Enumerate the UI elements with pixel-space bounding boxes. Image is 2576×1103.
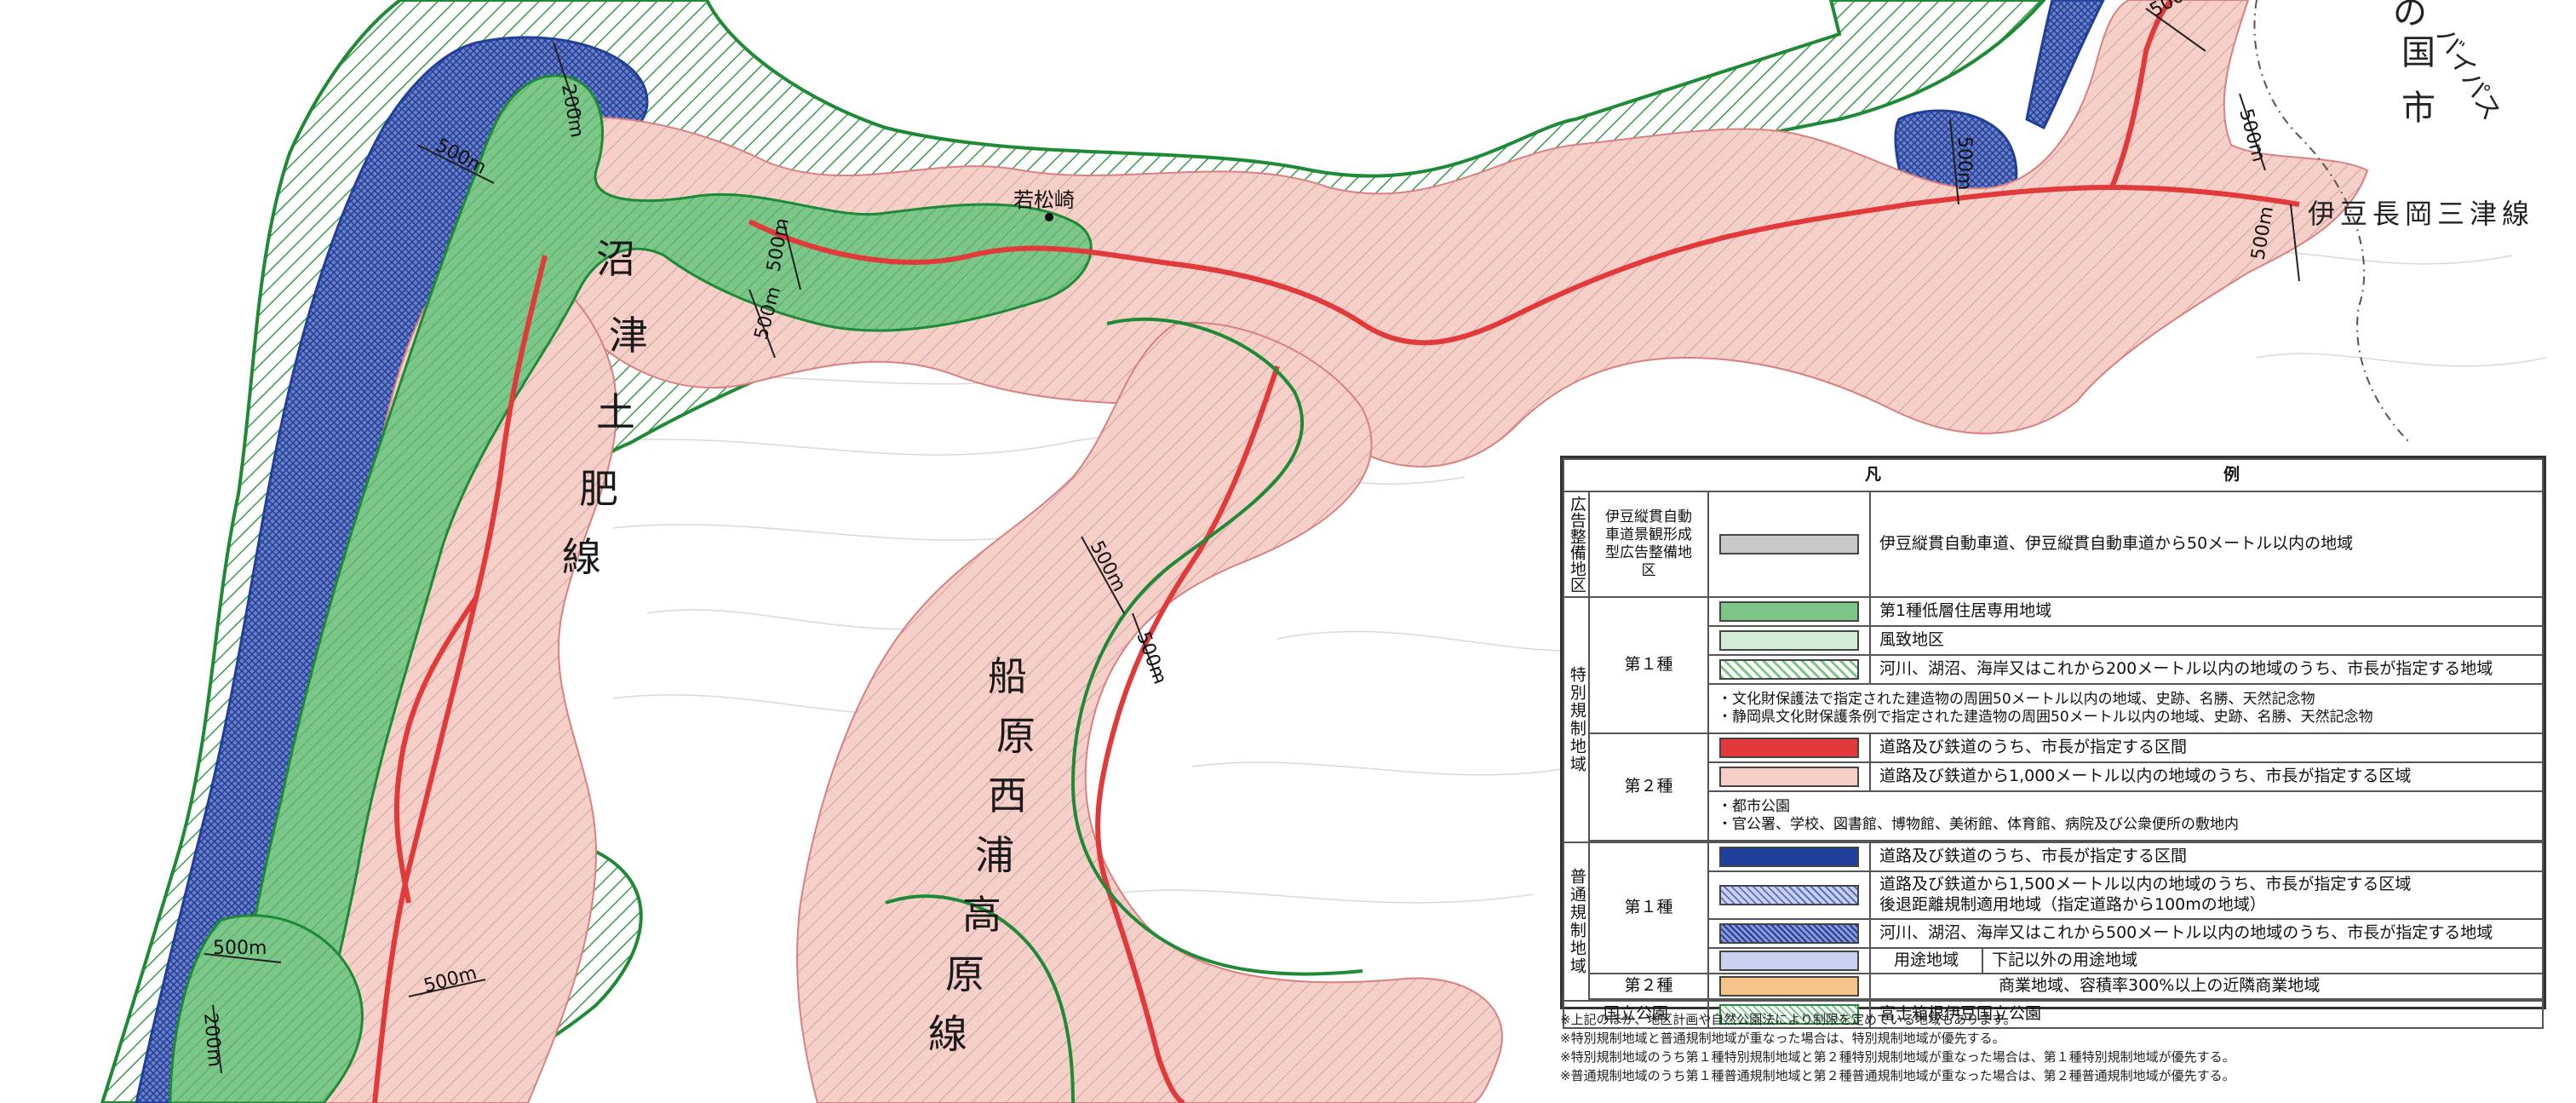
note-line: ※普通規制地域のうち第１種普通規制地域と第２種普通規制地域が重なった場合は、第２…: [1560, 1068, 2235, 1083]
note-line: ※特別規制地域のうち第１種特別規制地域と第２種特別規制地域が重なった場合は、第１…: [1560, 1049, 2235, 1065]
route-char: 沼: [596, 236, 635, 282]
legend-row: 第1種低層住居専用地域: [1869, 596, 2544, 627]
swatch-red: [1719, 737, 1859, 758]
place-marker: [1045, 213, 1053, 221]
coastal-500m-zone-top: [2025, 0, 2105, 130]
low-rise-residential-area-bottom: [169, 914, 364, 1103]
legend-cat-shu1: 第１種: [1588, 596, 1709, 734]
legend-row: 商業地域、容積率300%以上の近隣商業地域: [1869, 973, 2544, 1000]
route-char: 浦: [975, 832, 1014, 878]
swatch-lavender: [1719, 950, 1859, 971]
route-char: 土: [596, 389, 635, 435]
route-char: 線: [562, 534, 601, 580]
legend-row: 河川、湖沼、海岸又はこれから500メートル以内の地域のうち、市長が指定する地域: [1869, 918, 2544, 949]
road-izunagaoka-mitsu: [2109, 0, 2174, 189]
route-char: 高: [962, 892, 1001, 938]
designated-roads: [372, 0, 2300, 1103]
legend-group-tokubetsu: 特別規制地域: [1563, 596, 1590, 843]
route-label-funabara: 船 原 西 浦 高 原 線: [928, 653, 1036, 1057]
note-line: ※特別規制地域と普通規制地域が重なった場合は、特別規制地域が優先する。: [1560, 1031, 2005, 1046]
legend-group-koukoku: 広告整備地区: [1563, 491, 1590, 598]
legend-notes: ※上記のほか、地区計画や自然公園法により制限を定めている地域もあります。 ※特別…: [1560, 1010, 2556, 1085]
legend: 凡例 広告整備地区 伊豆縦貫自動車道景観形成型広告整備地区 伊豆縦貫自動車道、伊…: [1560, 456, 2546, 1029]
legend-row: 道路及び鉄道のうち、市長が指定する区間: [1869, 732, 2544, 763]
swatch-green: [1719, 600, 1859, 622]
legend-row: 用途地域 下記以外の用途地域: [1869, 947, 2544, 974]
swatch-orange: [1719, 975, 1859, 997]
route-char: 西: [988, 773, 1027, 819]
road-numazu-toi: [372, 255, 548, 1103]
distance-label: 200m: [199, 1012, 225, 1067]
legend-group-futsu: 普通規制地域: [1563, 842, 1590, 1002]
legend-cat-koukoku: 伊豆縦貫自動車道景観形成型広告整備地区: [1588, 491, 1709, 598]
legend-title: 凡例: [1563, 458, 2544, 492]
route-char: 原: [996, 713, 1036, 759]
legend-row: 富士箱根伊豆国立公園: [1869, 1000, 2544, 1029]
road-north-coast: [748, 185, 2300, 346]
legend-cat-shu2: 第２種: [1588, 732, 1709, 842]
swatch-blue: [1719, 846, 1859, 867]
route-char: 線: [928, 1011, 967, 1057]
swatch-blue-cross: [1719, 922, 1859, 944]
legend-row: 道路及び鉄道のうち、市長が指定する区間: [1869, 842, 2544, 872]
note-line: ※上記のほか、地区計画や自然公園法により制限を定めている地域もあります。: [1560, 1012, 2017, 1027]
city-char: 市: [2401, 89, 2435, 128]
swatch-blue-hatch: [1719, 884, 1859, 905]
route-label-izunagaoka: 伊豆長岡三津線: [2308, 198, 2534, 230]
legend-row: 風致地区: [1869, 625, 2544, 656]
swatch-green-light: [1719, 629, 1859, 651]
legend-row: 河川、湖沼、海岸又はこれから200メートル以内の地域のうち、市長が指定する地域: [1869, 654, 2544, 685]
legend-row: 伊豆縦貫自動車道、伊豆縦貫自動車道から50メートル以内の地域: [1869, 491, 2544, 598]
legend-row: 道路及び鉄道から1,500メートル以内の地域のうち、市長が指定する区域 後退距離…: [1869, 870, 2544, 920]
legend-note: ・都市公園 ・官公署、学校、図書館、博物館、美術館、体育館、病院及び公衆便所の敷…: [1707, 790, 2544, 842]
route-char: 津: [609, 313, 648, 359]
place-label: 若松崎: [1013, 188, 1075, 212]
swatch-green-hatch: [1719, 658, 1859, 680]
city-char: の: [2393, 0, 2427, 32]
swatch-green-outline: [1719, 1003, 1859, 1025]
legend-note: ・文化財保護法で指定された建造物の周囲50メートル以内の地域、史跡、名勝、天然記…: [1707, 683, 2544, 734]
distance-markers: [204, 8, 2300, 1074]
legend-cat-f-shu1: 第１種: [1588, 842, 1709, 974]
city-label: の 国 市: [2393, 0, 2435, 128]
route-char: 原: [945, 951, 984, 997]
low-rise-residential-area: [220, 74, 1093, 1103]
legend-cat-kokuritsu: 国立公園: [1563, 1000, 1709, 1029]
legend-cat-f-shu2: 第２種: [1588, 973, 1709, 1000]
road-1000m-zone-north: [525, 0, 2369, 468]
swatch-pink: [1719, 766, 1859, 787]
swatch-gray: [1719, 533, 1859, 554]
route-label-numazu-toi: 沼 津 土 肥 線: [562, 236, 648, 580]
city-boundary: [2253, 0, 2411, 444]
legend-row: 道路及び鉄道から1,000メートル以内の地域のうち、市長が指定する区域: [1869, 761, 2544, 792]
city-char: 国: [2401, 33, 2435, 72]
road-1000m-zone-funabara: [796, 321, 1503, 1103]
distance-label: 500m: [1954, 136, 1975, 190]
route-char: 船: [988, 653, 1027, 699]
route-char: 肥: [579, 466, 618, 512]
road-west-branch: [393, 595, 479, 904]
road-funabara-nishiura: [1095, 365, 1280, 1103]
distance-label: 500m: [213, 938, 267, 959]
